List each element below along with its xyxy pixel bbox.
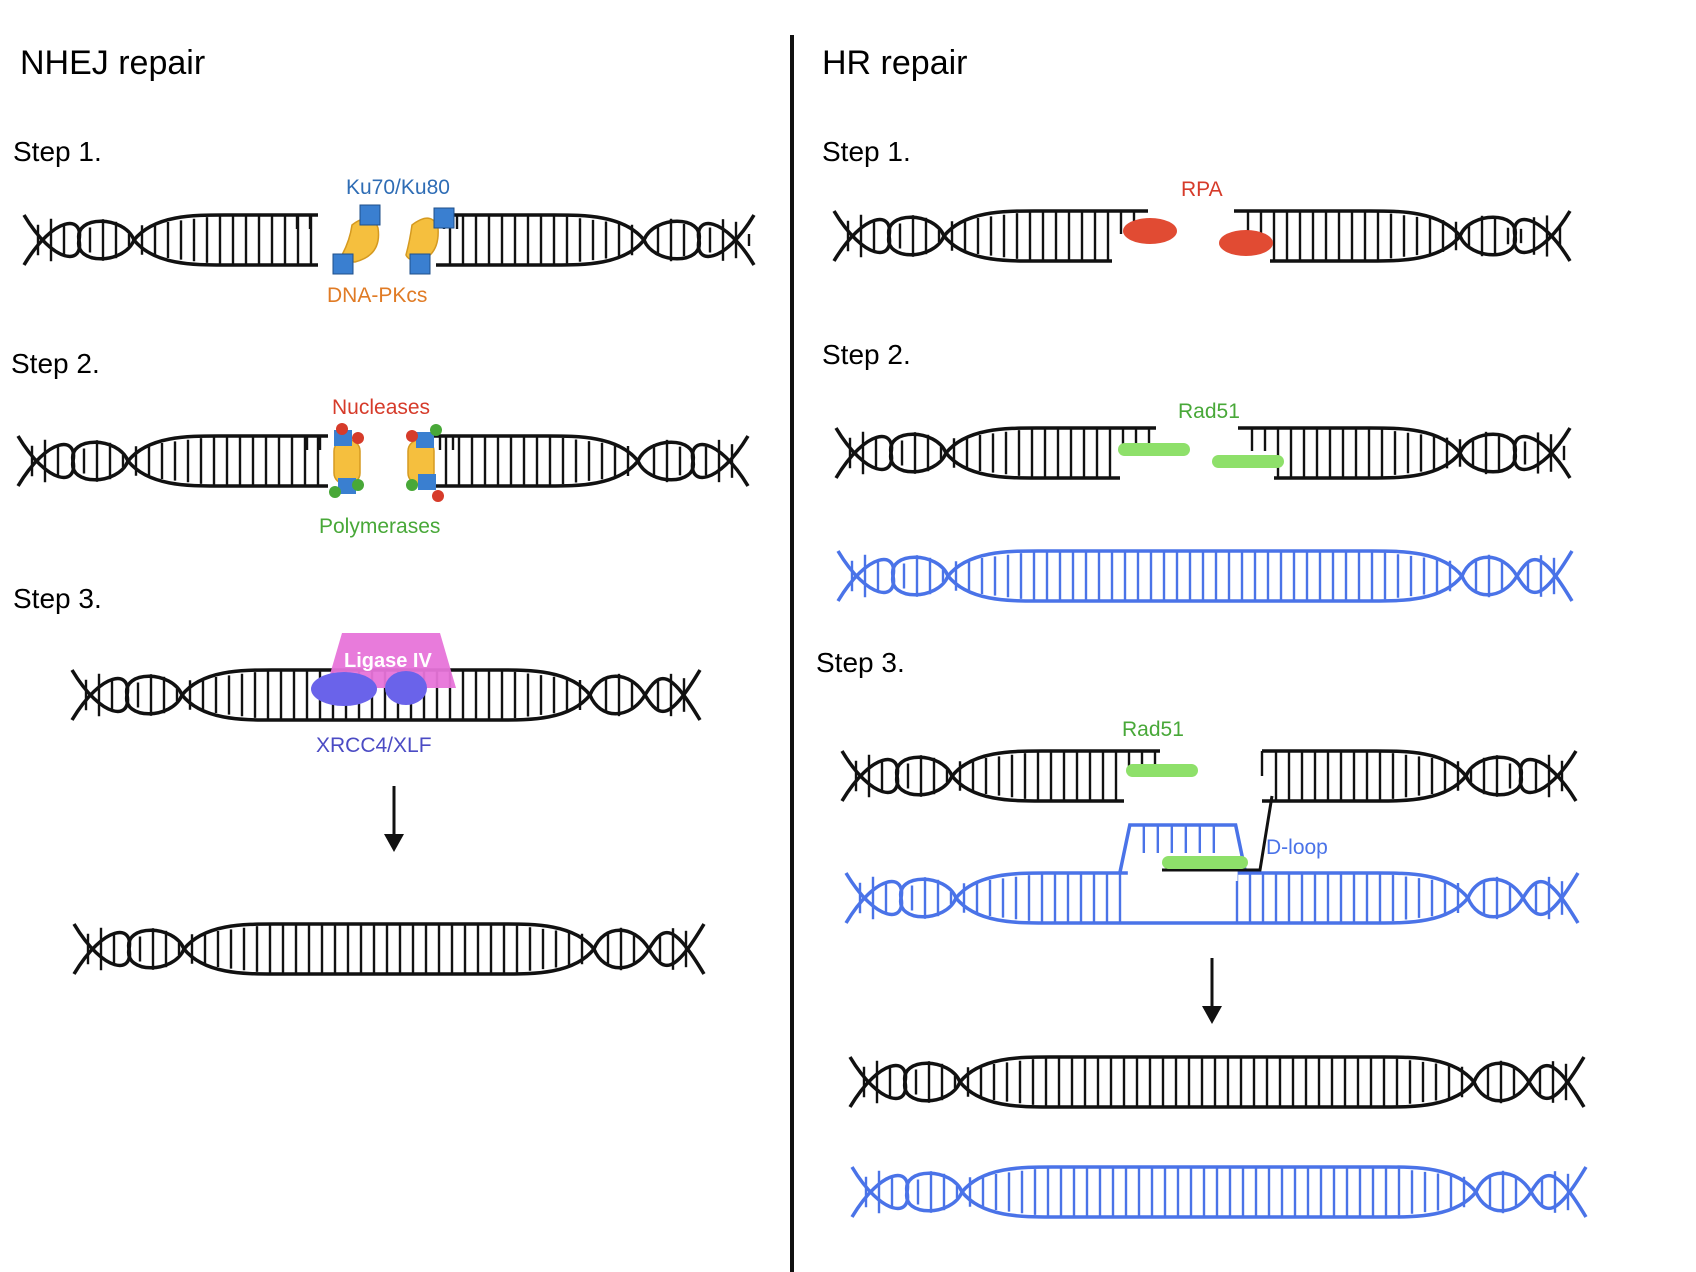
dna-strand-top <box>832 209 1148 262</box>
hr-result-donor-dna <box>850 1165 1588 1219</box>
hr-step2-label: Step 2. <box>822 339 911 370</box>
rpa-blob-left <box>1123 218 1177 244</box>
hr-step3-label: Step 3. <box>816 647 905 678</box>
ku-square-3 <box>433 207 455 229</box>
dloop-label: D-loop <box>1266 836 1328 859</box>
dna-strand-bottom <box>436 214 756 267</box>
dna-strand-bottom <box>1274 427 1572 480</box>
hr-step2-donor-dna <box>836 549 1574 603</box>
nucleases-label: Nucleases <box>332 396 430 419</box>
hr-step2-dna-right <box>1238 426 1572 480</box>
polymerase-dot-3 <box>329 486 341 498</box>
rad51-bar-step3 <box>1126 764 1198 777</box>
xrcc4-xlf-label: XRCC4/XLF <box>316 734 432 757</box>
hr-result-dna <box>848 1055 1586 1109</box>
ku-square-1 <box>359 204 381 226</box>
step2-ku-3 <box>416 432 434 448</box>
dna-strand-top <box>834 426 1156 479</box>
ligase-iv-label: Ligase IV <box>344 650 432 672</box>
dna-strand-bottom <box>850 1166 1588 1219</box>
step2-ku-2 <box>338 478 356 494</box>
nuclease-dot-1 <box>336 423 348 435</box>
dna-strand-bottom <box>840 750 1124 803</box>
dna-strand-bottom <box>1270 210 1572 263</box>
ku-square-2 <box>332 253 354 275</box>
rad51-label-step3: Rad51 <box>1122 718 1184 741</box>
dna-strand-bottom <box>1262 750 1578 803</box>
nhej-step1-label: Step 1. <box>13 136 102 167</box>
nhej-step2-dna-right <box>432 434 750 488</box>
dna-strand-bottom <box>834 427 1120 480</box>
dna-strand-top <box>840 749 1160 802</box>
nhej-title: NHEJ repair <box>20 44 205 82</box>
dna-strand-bottom <box>844 872 1580 925</box>
polymerase-dot-4 <box>406 479 418 491</box>
xrcc4-blob-1 <box>311 672 377 706</box>
dna-strand-top <box>1262 749 1578 802</box>
hr-step1-label: Step 1. <box>822 136 911 167</box>
nuclease-dot-4 <box>432 490 444 502</box>
invading-strand <box>1162 795 1274 872</box>
nhej-step2-dna-left <box>16 434 328 488</box>
rpa-blob-right <box>1219 230 1273 256</box>
hr-step1-dna-right <box>1234 209 1572 263</box>
down-arrow-icon <box>1202 958 1222 1024</box>
dloop-bubble <box>1118 823 1248 874</box>
nuclease-dot-3 <box>406 430 418 442</box>
polymerases-label: Polymerases <box>319 515 440 538</box>
nuclease-dot-2 <box>352 432 364 444</box>
hr-step3-dna-left <box>840 749 1160 803</box>
dna-strand-top <box>16 434 328 487</box>
rpa-label: RPA <box>1181 178 1223 201</box>
nhej-step1-dna-left <box>22 213 318 267</box>
rad51-bar-left <box>1118 443 1190 456</box>
rad51-label-step2: Rad51 <box>1178 400 1240 423</box>
down-arrow-icon <box>384 786 404 852</box>
dna-strand-bottom <box>832 210 1112 263</box>
dna-strand-top <box>1234 209 1572 262</box>
rad51-bar-dloop <box>1162 856 1248 869</box>
dna-strand-bottom <box>16 435 328 488</box>
dna-strand-top <box>22 213 318 266</box>
step2-ku-4 <box>418 474 436 490</box>
step2-ku-1 <box>334 430 352 446</box>
dna-strand-bottom <box>70 669 702 722</box>
dna-strand-bottom <box>836 550 1574 603</box>
hr-step3-donor-dna <box>844 823 1580 925</box>
dnapk-label: DNA-PKcs <box>327 284 427 307</box>
step2-dnapk-left <box>333 439 361 485</box>
nhej-step1-dna-right <box>436 213 756 267</box>
dna-strand-top <box>1238 426 1572 479</box>
polymerase-dot-1 <box>430 424 442 436</box>
polymerase-dot-2 <box>352 479 364 491</box>
rad51-bar-right <box>1212 455 1284 468</box>
hr-step3-dna-right <box>1260 749 1578 803</box>
hr-title: HR repair <box>822 44 967 82</box>
dna-strand-bottom <box>848 1056 1586 1109</box>
nhej-step2-label: Step 2. <box>11 348 100 379</box>
hr-step2-dna-left <box>834 426 1156 480</box>
hr-step1-dna-left <box>832 209 1148 263</box>
dna-strand-bottom <box>72 923 706 976</box>
nhej-step3-label: Step 3. <box>13 583 102 614</box>
xrcc4-blob-2 <box>385 671 427 705</box>
nhej-result-dna <box>72 922 706 976</box>
ku-square-4 <box>409 253 431 275</box>
ku-label: Ku70/Ku80 <box>346 176 450 199</box>
dna-strand-bottom <box>22 214 318 267</box>
dna-strand-top <box>436 213 756 266</box>
